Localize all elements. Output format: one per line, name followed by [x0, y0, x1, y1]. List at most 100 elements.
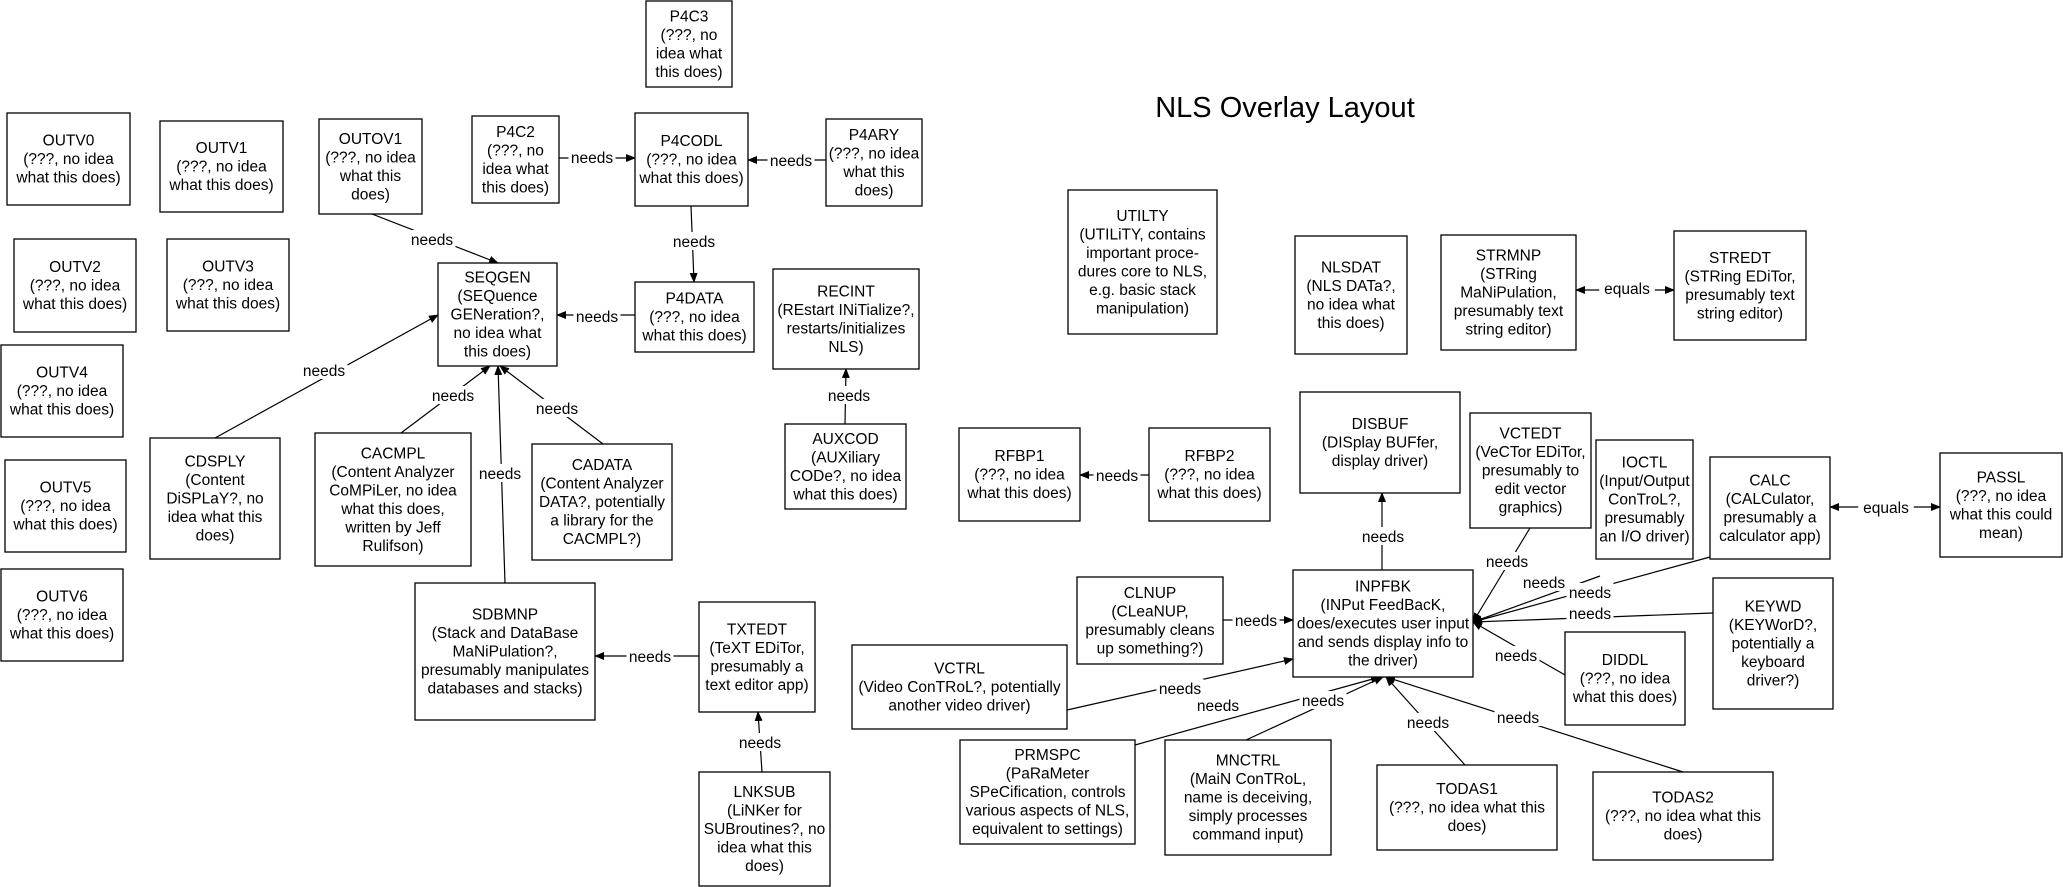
- edge-label-text: needs: [1523, 575, 1565, 592]
- node-description-line: presumably to: [1482, 463, 1579, 480]
- edge-label-text: needs: [1197, 698, 1239, 715]
- node-box: [166, 238, 290, 332]
- node-box: [1595, 439, 1694, 560]
- edge-label-keywd-inpfbk: needs: [1566, 604, 1614, 623]
- edge-label-background: [408, 230, 456, 248]
- node-description-line: (???, no idea: [1956, 488, 2047, 505]
- edge-prmspc-to-inpfbk: [1134, 675, 1381, 746]
- edge-label-diddl-inpfbk: needs: [1492, 646, 1540, 665]
- node-box: [772, 268, 920, 370]
- node-description-line: presumably manipulates: [421, 662, 589, 679]
- node-description-line: does): [1664, 827, 1703, 844]
- node-box: [1067, 189, 1218, 335]
- edge-label-text: needs: [536, 401, 578, 418]
- node-description-line: does): [351, 186, 390, 203]
- node-name: OUTOV1: [339, 131, 402, 148]
- edge-label-clnup-inpfbk: needs: [1232, 611, 1280, 630]
- node-box: [4, 459, 127, 553]
- node-box: [414, 582, 596, 721]
- node-description-line: (AUXiliary: [811, 449, 880, 466]
- edge-label-background: [1156, 679, 1204, 697]
- node-description-line: what this does): [966, 485, 1071, 502]
- edge-label-text: needs: [1569, 585, 1611, 602]
- node-description-line: presumably: [1604, 510, 1684, 527]
- edge-label-text: needs: [1497, 710, 1539, 727]
- node-box: [1440, 234, 1577, 351]
- edge-label-p4codl-p4data: needs: [670, 232, 718, 251]
- node-name: VCTEDT: [1500, 426, 1563, 443]
- node-description-line: (???, no idea: [23, 151, 114, 168]
- node-name: OUTV5: [40, 480, 92, 497]
- edge-label-text: needs: [1407, 715, 1449, 732]
- node-name: STRMNP: [1476, 248, 1541, 265]
- node-description-line: CACMPL?): [563, 531, 641, 548]
- edge-label-background: [1566, 583, 1614, 601]
- node-description-line: NLS): [828, 339, 863, 356]
- edge-label-cadata-seqgen: needs: [533, 399, 581, 418]
- node-description-line: driver?): [1747, 673, 1800, 690]
- node-name: P4C3: [670, 8, 709, 25]
- edge-label-prmspc-inpfbk: needs: [1194, 696, 1242, 715]
- node-description-line: (???, no idea: [1164, 467, 1255, 484]
- node-box: [698, 771, 831, 887]
- node-description-line: this does): [464, 344, 531, 361]
- node-keywd: KEYWD(KEYWorD?,potentially akeyboarddriv…: [1712, 577, 1834, 710]
- node-description-line: (Stack and DataBase: [432, 625, 578, 642]
- node-description-line: idea what this: [717, 840, 812, 857]
- node-name: PRMSPC: [1014, 747, 1080, 764]
- node-description-line: dures core to NLS,: [1078, 263, 1207, 280]
- node-description-line: an I/O driver): [1599, 529, 1689, 546]
- edge-label-background: [1492, 646, 1540, 664]
- node-box: [0, 344, 124, 438]
- edge-label-background: [476, 464, 524, 482]
- node-description-line: (???, no idea: [176, 159, 267, 176]
- node-description-line: (???, no idea: [1580, 671, 1671, 688]
- edge-label-background: [670, 232, 718, 250]
- node-description-line: (???, no idea: [829, 145, 920, 162]
- node-name: DIDDL: [1602, 652, 1649, 669]
- edge-label-text: needs: [432, 388, 474, 405]
- node-description-line: GENeration?,: [451, 307, 545, 324]
- edge-label-todas2-inpfbk: needs: [1494, 708, 1542, 727]
- node-name: SEQGEN: [464, 270, 530, 287]
- node-description-line: string editor): [1465, 322, 1551, 339]
- edge-label-text: needs: [1362, 529, 1404, 546]
- node-description-line: does): [745, 858, 784, 875]
- node-name: PASSL: [1977, 469, 2026, 486]
- edge-label-strmnp-stredt: equals: [1599, 279, 1655, 298]
- node-description-line: (???, no idea: [183, 277, 274, 294]
- node-description-line: this does): [1317, 315, 1384, 332]
- node-box: [1299, 391, 1461, 494]
- node-description-line: presumably a: [710, 658, 803, 675]
- node-box: [1148, 427, 1271, 522]
- node-description-line: (SEQuence: [457, 288, 537, 305]
- node-description-line: another video driver): [888, 698, 1030, 715]
- node-description-line: (STRing EDiTor,: [1684, 268, 1795, 285]
- node-box: [634, 112, 749, 207]
- node-description-line: calculator app): [1719, 528, 1821, 545]
- node-disbuf: DISBUF(DISplay BUFfer,display driver): [1299, 391, 1461, 494]
- node-description-line: MaNiPulation,: [1460, 285, 1557, 302]
- edge-label-cdsply-seqgen: needs: [300, 361, 348, 380]
- diagram-title: NLS Overlay Layout: [1155, 92, 1415, 124]
- node-inpfbk: INPFBK(INPut FeedBacK,does/executes user…: [1292, 569, 1474, 678]
- node-description-line: display driver): [1332, 453, 1428, 470]
- edge-label-background: [573, 307, 621, 325]
- node-box: [1592, 771, 1774, 861]
- node-description-line: what this does): [641, 328, 746, 345]
- node-description-line: (???, no idea: [325, 149, 416, 166]
- node-name: NLSDAT: [1321, 259, 1382, 276]
- node-box: [784, 423, 907, 510]
- node-description-line: presumably text: [1454, 303, 1564, 320]
